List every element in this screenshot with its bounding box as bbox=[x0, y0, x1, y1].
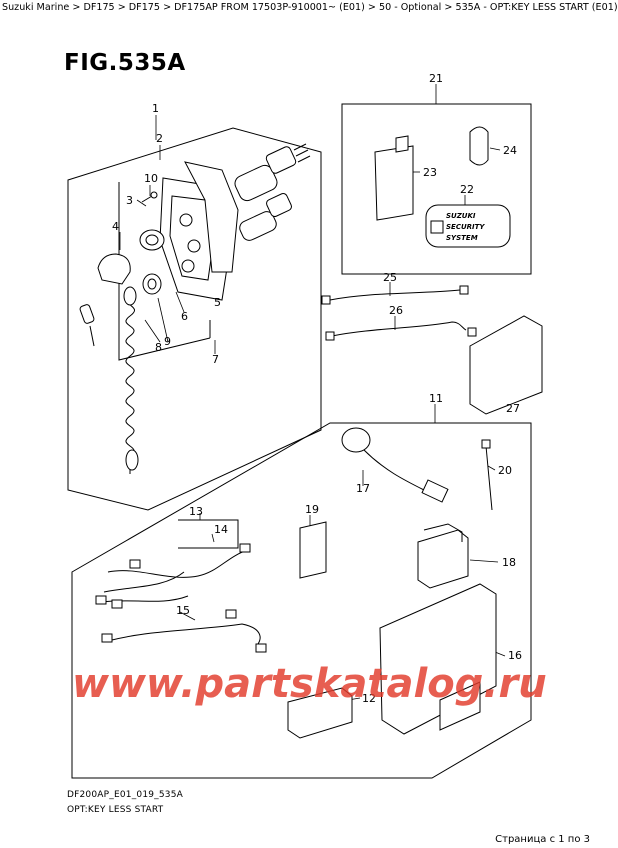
callout-18: 18 bbox=[502, 556, 516, 569]
figure-title: FIG.535A bbox=[64, 50, 186, 76]
callout-15: 15 bbox=[176, 604, 190, 617]
logo-line-2: SECURITY bbox=[446, 223, 485, 231]
callout-20: 20 bbox=[498, 464, 512, 477]
callout-16: 16 bbox=[508, 649, 522, 662]
group-box-21 bbox=[341, 103, 532, 275]
callout-14: 14 bbox=[214, 523, 228, 536]
callout-10: 10 bbox=[144, 172, 158, 185]
callout-6: 6 bbox=[181, 310, 188, 323]
security-system-logo bbox=[425, 204, 511, 248]
callout-17: 17 bbox=[356, 482, 370, 495]
group-box-11 bbox=[71, 422, 532, 779]
callout-24: 24 bbox=[503, 144, 517, 157]
callout-23: 23 bbox=[423, 166, 437, 179]
footer-code: DF200AP_E01_019_535A bbox=[67, 790, 184, 800]
callout-19: 19 bbox=[305, 503, 319, 516]
page-info: Страница с 1 по 3 bbox=[495, 834, 590, 845]
watermark: www.partskatalog.ru bbox=[72, 661, 547, 707]
footer-caption: OPT:KEY LESS START bbox=[67, 805, 164, 815]
callout-12: 12 bbox=[362, 692, 376, 705]
group-box-1 bbox=[67, 127, 322, 511]
callout-22: 22 bbox=[460, 183, 474, 196]
logo-line-3: SYSTEM bbox=[446, 234, 478, 242]
callout-1: 1 bbox=[152, 102, 159, 115]
callout-26: 26 bbox=[389, 304, 403, 317]
callout-3: 3 bbox=[126, 194, 133, 207]
callout-2: 2 bbox=[156, 132, 163, 145]
breadcrumb[interactable]: Suzuki Marine > DF175 > DF175 > DF175AP … bbox=[2, 2, 618, 13]
callout-8: 8 bbox=[155, 341, 162, 354]
callout-7: 7 bbox=[212, 353, 219, 366]
callout-25: 25 bbox=[383, 271, 397, 284]
callout-13: 13 bbox=[189, 505, 203, 518]
callout-11: 11 bbox=[429, 392, 443, 405]
logo-line-1: SUZUKI bbox=[446, 212, 476, 220]
callout-5: 5 bbox=[214, 296, 221, 309]
callout-21: 21 bbox=[429, 72, 443, 85]
callout-4: 4 bbox=[112, 220, 119, 233]
callout-9: 9 bbox=[164, 335, 171, 348]
callout-27: 27 bbox=[506, 402, 520, 415]
parts-diagram: 1 2 3 4 5 6 7 8 9 10 11 12 13 14 15 16 1… bbox=[67, 72, 547, 779]
